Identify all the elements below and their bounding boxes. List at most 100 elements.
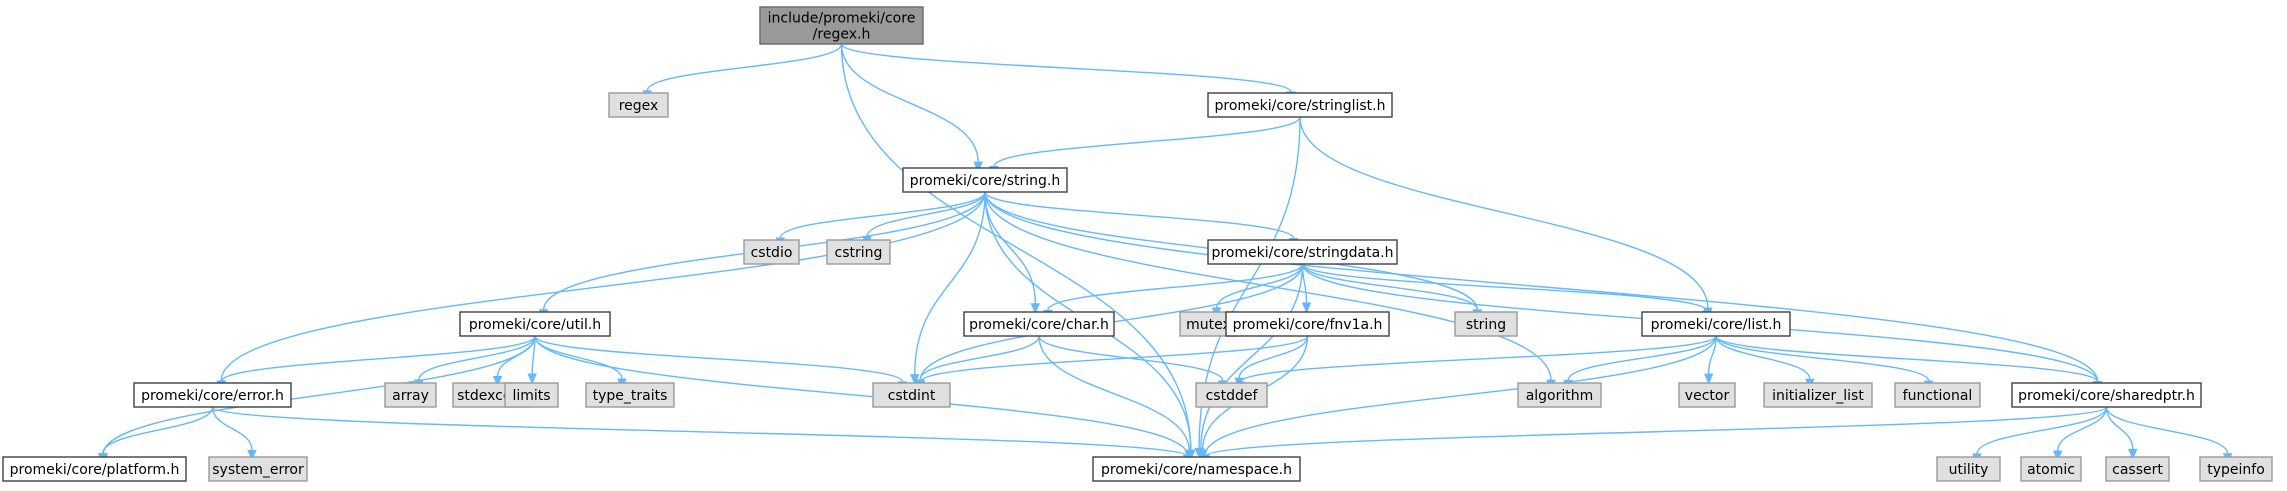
edge-char-to-cstddef	[1038, 335, 1228, 392]
node-label: cstddef	[1206, 388, 1259, 404]
edge-string-to-error	[216, 191, 986, 392]
node-box	[2020, 456, 2082, 482]
node-label: cassert	[2112, 462, 2163, 478]
edge-util-to-limits	[527, 335, 537, 385]
edge-util-to-stdexcept	[492, 335, 536, 387]
node-box	[459, 311, 611, 337]
node-fnv1a[interactable]: promeki/core/fnv1a.h	[1225, 311, 1390, 337]
node-sharedptr[interactable]: promeki/core/sharedptr.h	[2011, 382, 2202, 408]
node-platform[interactable]: promeki/core/platform.h	[2, 456, 187, 482]
edge-string-to-cstdint	[909, 191, 986, 385]
node-layer: include/promeki/core/regex.h regex promeki…	[2, 6, 2273, 482]
node-string-std: string	[1454, 311, 1518, 337]
node-limits: limits	[504, 382, 559, 408]
node-box	[1225, 311, 1390, 337]
node-system-error: system_error	[208, 456, 308, 482]
node-box	[585, 382, 675, 408]
edge-char-to-namespace	[1038, 335, 1195, 462]
node-label: type_traits	[593, 388, 668, 404]
edge-error-to-platform	[98, 406, 214, 464]
node-initializer-list: initializer_list	[1763, 382, 1873, 408]
node-box	[902, 167, 1068, 193]
node-utility: utility	[1936, 456, 2001, 482]
node-error[interactable]: promeki/core/error.h	[133, 382, 292, 408]
node-label: promeki/core/sharedptr.h	[2018, 388, 2195, 404]
node-label: promeki/core/stringdata.h	[1212, 245, 1394, 261]
node-box	[608, 92, 669, 118]
node-label: promeki/core/string.h	[910, 173, 1060, 189]
node-box	[1454, 311, 1518, 337]
node-label: algorithm	[1526, 388, 1594, 404]
node-box	[1517, 382, 1602, 408]
edge-sharedptr-to-utility	[1972, 406, 2108, 465]
edge-stringdata-to-char	[1043, 263, 1304, 321]
node-box	[2011, 382, 2202, 408]
node-box	[826, 239, 891, 265]
node-label: string	[1466, 317, 1506, 333]
node-namespace[interactable]: promeki/core/namespace.h	[1092, 456, 1301, 482]
node-cstdio: cstdio	[743, 239, 800, 265]
node-functional: functional	[1894, 382, 1981, 408]
edge-stringdata-to-string_std	[1301, 263, 1483, 320]
edge-list-to-functional	[1715, 335, 1934, 392]
node-box	[1894, 382, 1981, 408]
node-box	[1763, 382, 1873, 408]
node-root[interactable]: include/promeki/core/regex.h	[759, 6, 924, 45]
node-label: regex	[619, 98, 659, 114]
node-label: cstdio	[751, 245, 793, 261]
node-label: promeki/core/char.h	[969, 317, 1109, 333]
edge-sharedptr-to-atomic	[2052, 406, 2108, 462]
node-label: array	[392, 388, 429, 404]
node-box	[1092, 456, 1301, 482]
node-label: typeinfo	[2207, 462, 2265, 478]
node-label: utility	[1949, 462, 1989, 478]
node-label: atomic	[2027, 462, 2075, 478]
edge-root-to-string	[840, 43, 983, 173]
node-typeinfo: typeinfo	[2199, 456, 2273, 482]
node-box	[743, 239, 800, 265]
node-box	[384, 382, 437, 408]
node-util[interactable]: promeki/core/util.h	[459, 311, 611, 337]
node-algorithm: algorithm	[1517, 382, 1602, 408]
edge-error-to-system_error	[211, 406, 257, 461]
edge-root-to-regex	[642, 43, 843, 102]
node-type-traits: type_traits	[585, 382, 675, 408]
node-label: initializer_list	[1772, 388, 1864, 404]
node-label: mutex	[1186, 317, 1231, 333]
edge-sharedptr-to-typeinfo	[2105, 406, 2233, 464]
edge-list-to-cstddef	[1235, 335, 1717, 393]
node-stringdata[interactable]: promeki/core/stringdata.h	[1207, 239, 1398, 265]
node-label: promeki/core/list.h	[1651, 317, 1782, 333]
edge-stringdata-to-namespace	[1196, 263, 1304, 460]
node-box	[133, 382, 292, 408]
node-label: promeki/core/platform.h	[10, 462, 180, 478]
edge-sharedptr-to-cassert	[2105, 406, 2138, 460]
edge-util-to-type_traits	[534, 335, 627, 390]
node-box	[759, 6, 924, 45]
node-box	[1195, 382, 1268, 408]
node-char[interactable]: promeki/core/char.h	[963, 311, 1115, 337]
node-stringlist[interactable]: promeki/core/stringlist.h	[1207, 92, 1393, 118]
edge-list-to-initializer_list	[1715, 335, 1815, 390]
node-label: system_error	[212, 462, 304, 478]
node-box	[1207, 239, 1398, 265]
edge-string-to-cstring	[862, 191, 986, 248]
node-box	[2, 456, 187, 482]
node-string[interactable]: promeki/core/string.h	[902, 167, 1068, 193]
node-label: promeki/core/namespace.h	[1101, 462, 1292, 478]
node-box	[1641, 311, 1791, 337]
node-box	[1936, 456, 2001, 482]
node-box	[1678, 382, 1736, 408]
node-label: promeki/core/util.h	[469, 317, 601, 333]
node-box	[504, 382, 559, 408]
node-label: include/promeki/core	[768, 11, 916, 27]
node-list[interactable]: promeki/core/list.h	[1641, 311, 1791, 337]
node-box	[963, 311, 1115, 337]
node-array: array	[384, 382, 437, 408]
node-label: limits	[512, 388, 550, 404]
node-cstddef: cstddef	[1195, 382, 1268, 408]
node-cstring: cstring	[826, 239, 891, 265]
node-box	[2199, 456, 2273, 482]
node-label: promeki/core/error.h	[141, 388, 284, 404]
node-atomic: atomic	[2020, 456, 2082, 482]
